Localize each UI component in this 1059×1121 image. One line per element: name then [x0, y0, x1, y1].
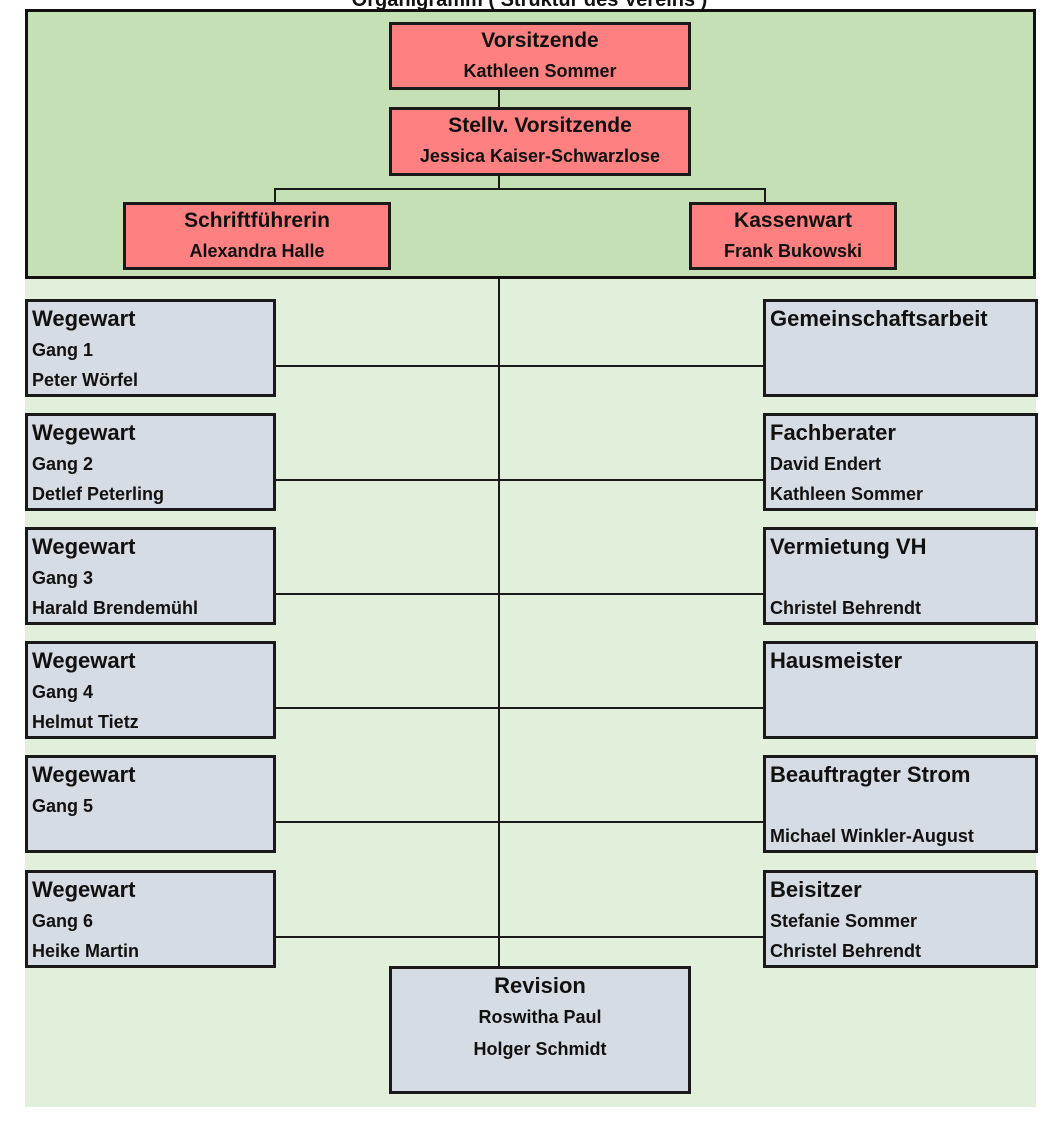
chair-box: Vorsitzende Kathleen Sommer [389, 22, 691, 90]
connector-row-4 [274, 707, 766, 709]
chair-name: Kathleen Sommer [463, 61, 617, 81]
right-unit-role: Vermietung VH [770, 534, 927, 559]
connector-secretary-drop [274, 188, 276, 204]
left-unit-role: Wegewart [32, 420, 136, 445]
right-unit-line2: Michael Winkler-August [770, 826, 974, 846]
left-unit-box: Wegewart Gang 4 Helmut Tietz [25, 641, 276, 739]
treasurer-name: Frank Bukowski [723, 241, 863, 261]
left-unit-line2: Detlef Peterling [32, 484, 165, 504]
right-unit-role: Beauftragter Strom [770, 762, 971, 787]
right-unit-box: Hausmeister [763, 641, 1038, 739]
connector-deputy-down [498, 174, 500, 190]
right-unit-role: Beisitzer [770, 877, 862, 902]
right-unit-box: Beisitzer Stefanie Sommer Christel Behre… [763, 870, 1038, 968]
chair-role: Vorsitzende [481, 29, 599, 52]
connector-row-2 [274, 479, 766, 481]
left-unit-role: Wegewart [32, 762, 136, 787]
left-unit-line1: Gang 4 [32, 682, 94, 702]
right-unit-role: Fachberater [770, 420, 896, 445]
right-unit-line1: David Endert [770, 454, 882, 474]
connector-chair-deputy [498, 88, 500, 108]
left-unit-line1: Gang 3 [32, 568, 94, 588]
right-unit-line1: Stefanie Sommer [770, 911, 918, 931]
right-unit-line2: Kathleen Sommer [770, 484, 924, 504]
left-unit-box: Wegewart Gang 1 Peter Wörfel [25, 299, 276, 397]
left-unit-role: Wegewart [32, 306, 136, 331]
right-unit-box: Beauftragter Strom Michael Winkler-Augus… [763, 755, 1038, 853]
connector-row-6 [274, 936, 766, 938]
left-unit-line1: Gang 6 [32, 911, 94, 931]
right-unit-line2: Christel Behrendt [770, 598, 922, 618]
revision-box: Revision Roswitha Paul Holger Schmidt [389, 966, 691, 1094]
left-unit-line2: Helmut Tietz [32, 712, 139, 732]
secretary-role: Schriftführerin [184, 209, 330, 232]
left-unit-line2: Heike Martin [32, 941, 140, 961]
revision-name-2: Holger Schmidt [473, 1039, 607, 1059]
left-unit-box: Wegewart Gang 2 Detlef Peterling [25, 413, 276, 511]
treasurer-role: Kassenwart [734, 209, 852, 232]
left-unit-role: Wegewart [32, 648, 136, 673]
revision-name-1: Roswitha Paul [478, 1007, 602, 1027]
deputy-box: Stellv. Vorsitzende Jessica Kaiser-Schwa… [389, 107, 691, 176]
revision-role: Revision [494, 973, 586, 998]
left-unit-line1: Gang 5 [32, 796, 94, 816]
chart-title: Organigramm ( Struktur des Vereins ) [351, 0, 708, 11]
left-unit-box: Wegewart Gang 6 Heike Martin [25, 870, 276, 968]
left-unit-role: Wegewart [32, 877, 136, 902]
left-unit-box: Wegewart Gang 5 [25, 755, 276, 853]
connector-row-3 [274, 593, 766, 595]
right-unit-box: Gemeinschaftsarbeit [763, 299, 1038, 397]
left-unit-line2: Harald Brendemühl [32, 598, 199, 618]
connector-row-5 [274, 821, 766, 823]
connector-row-1 [274, 365, 766, 367]
deputy-name: Jessica Kaiser-Schwarzlose [419, 146, 661, 166]
right-unit-line2: Christel Behrendt [770, 941, 922, 961]
left-unit-line1: Gang 2 [32, 454, 94, 474]
right-unit-role: Hausmeister [770, 648, 903, 673]
connector-spine [498, 279, 500, 968]
deputy-role: Stellv. Vorsitzende [448, 114, 632, 137]
right-unit-role: Gemeinschaftsarbeit [770, 306, 988, 331]
left-unit-box: Wegewart Gang 3 Harald Brendemühl [25, 527, 276, 625]
secretary-box: Schriftführerin Alexandra Halle [123, 202, 391, 270]
right-unit-box: Fachberater David Endert Kathleen Sommer [763, 413, 1038, 511]
left-unit-role: Wegewart [32, 534, 136, 559]
connector-treasurer-drop [764, 188, 766, 204]
connector-board-branch [274, 188, 766, 190]
left-unit-line2: Peter Wörfel [32, 370, 139, 390]
treasurer-box: Kassenwart Frank Bukowski [689, 202, 897, 270]
left-unit-line1: Gang 1 [32, 340, 94, 360]
right-unit-box: Vermietung VH Christel Behrendt [763, 527, 1038, 625]
secretary-name: Alexandra Halle [189, 241, 325, 261]
